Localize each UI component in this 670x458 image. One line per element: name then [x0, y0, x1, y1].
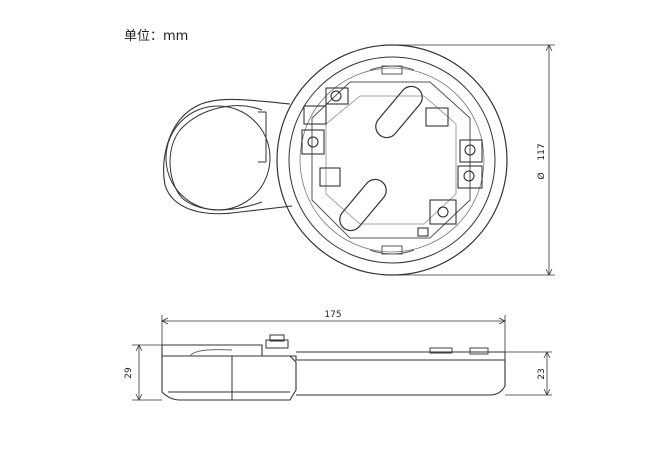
- screw-icon: [437, 206, 449, 218]
- mounting-plate: [311, 81, 471, 239]
- diameter-symbol: Ø: [536, 172, 547, 179]
- height-dimension: [132, 344, 162, 401]
- side-ring: [163, 98, 293, 215]
- base-height-value: 23: [537, 368, 547, 379]
- length-dimension: [161, 315, 506, 352]
- length-value: 175: [324, 310, 341, 320]
- height-value: 29: [124, 367, 134, 379]
- side-view: [132, 315, 552, 401]
- screw-icon: [464, 144, 476, 156]
- unit-label: 单位：mm: [124, 29, 189, 44]
- base-inner-circle: [288, 56, 496, 264]
- screw-icon: [307, 136, 319, 148]
- top-view: [163, 44, 555, 276]
- diameter-dimension: [392, 44, 555, 276]
- base-height-dimension: [505, 351, 552, 396]
- screw-icon: [330, 90, 342, 102]
- diameter-value: 117: [537, 143, 547, 160]
- screw-icon: [463, 170, 475, 182]
- terminal-blocks: [301, 87, 483, 237]
